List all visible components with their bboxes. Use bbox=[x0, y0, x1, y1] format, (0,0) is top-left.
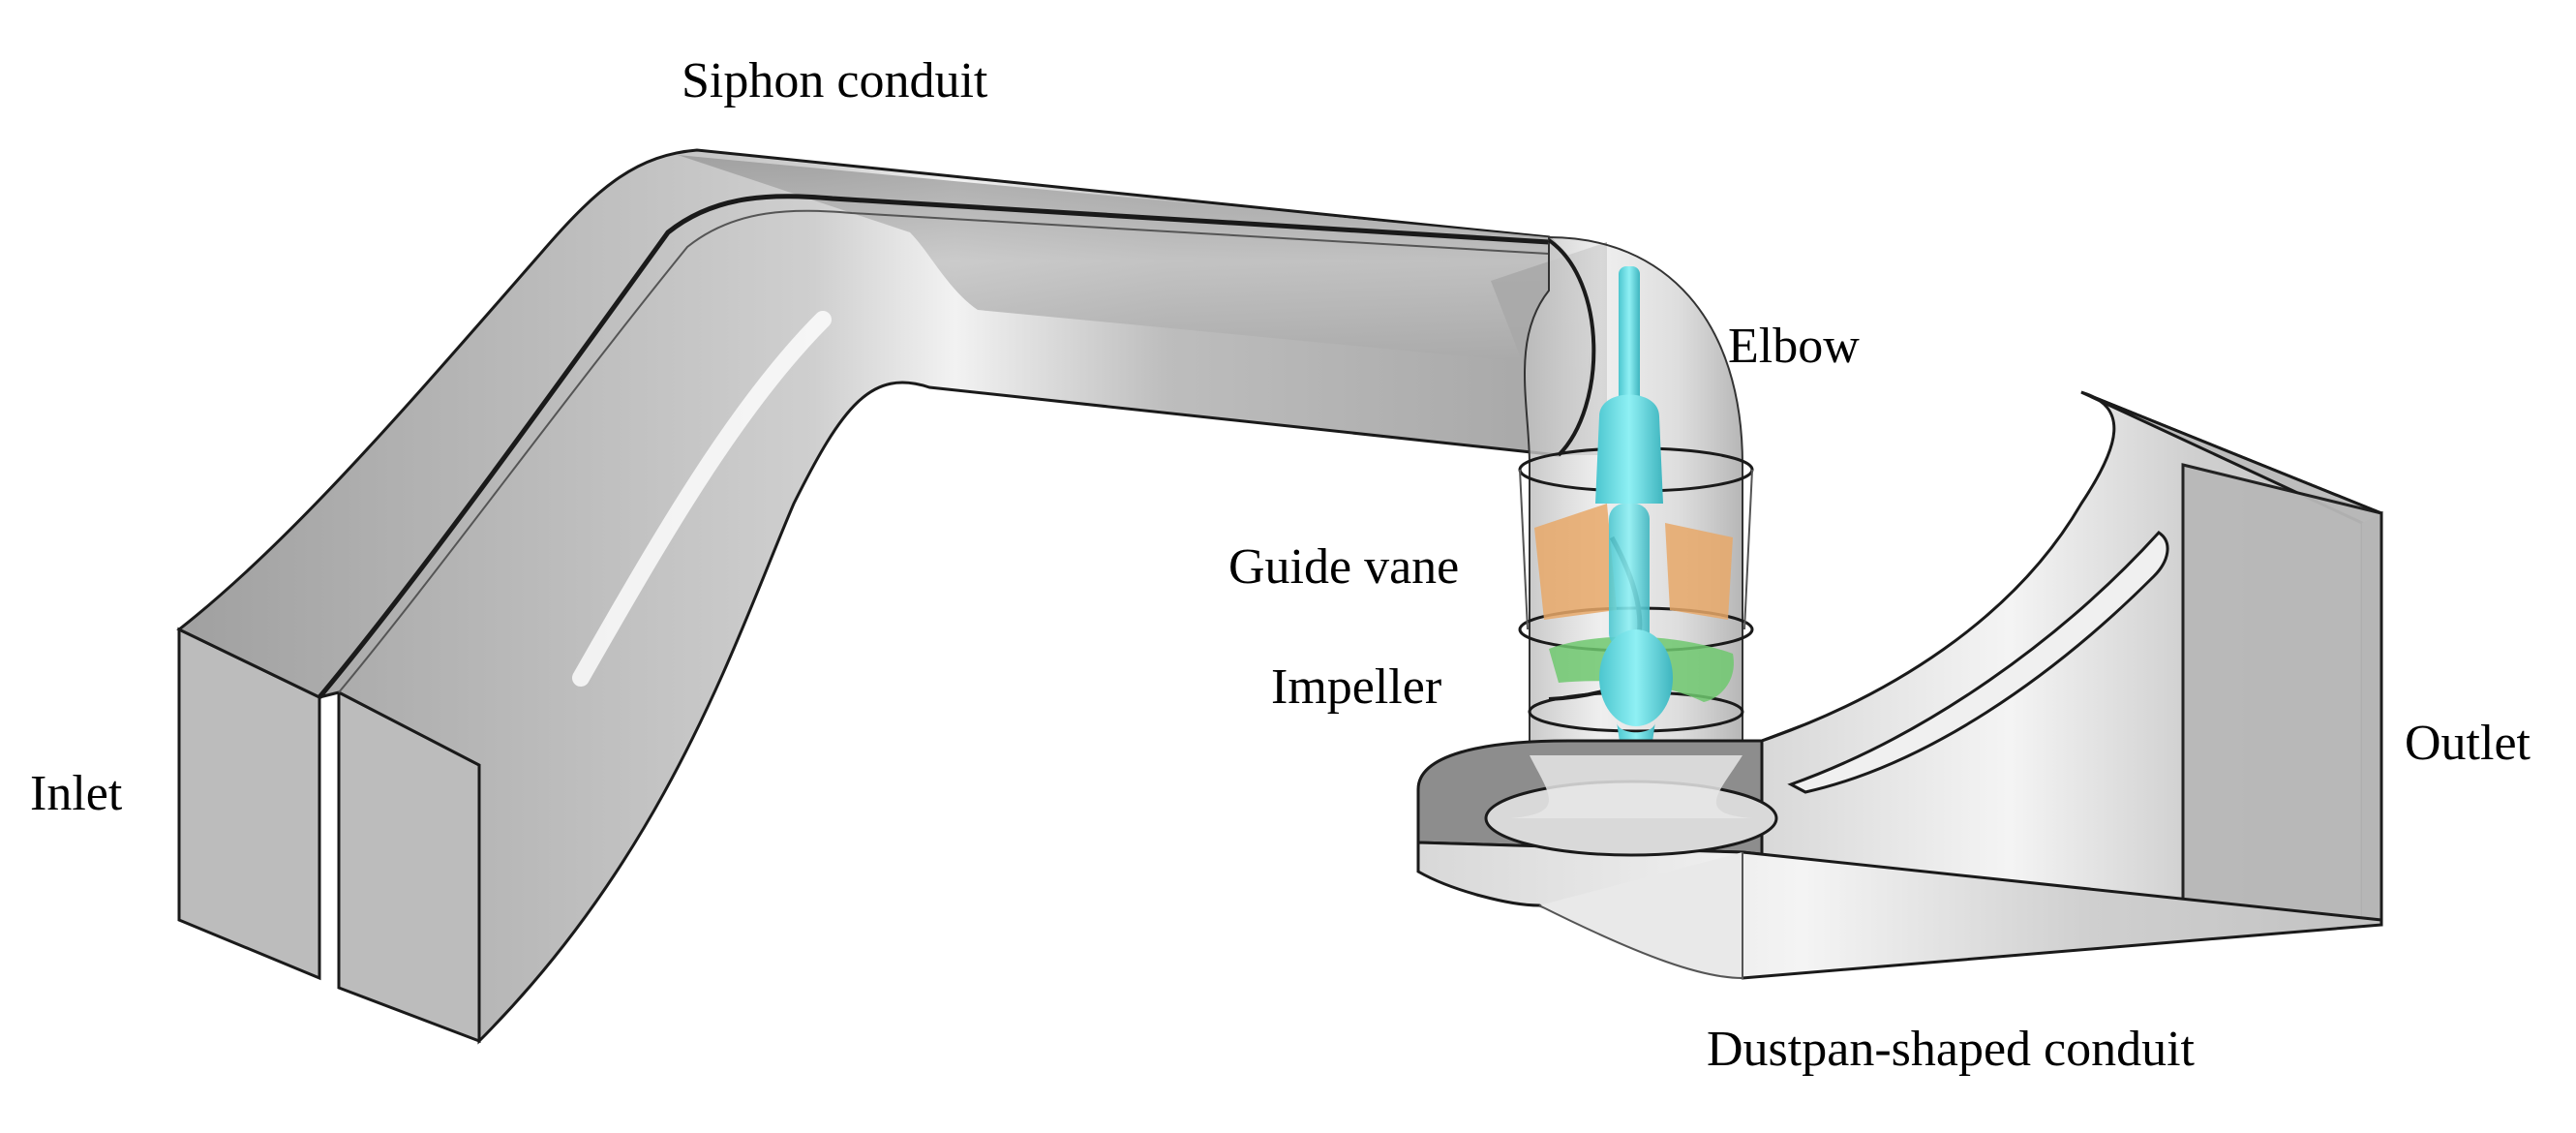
pump-shaft bbox=[1595, 266, 1673, 755]
outlet-pier bbox=[1787, 531, 2169, 794]
label-elbow: Elbow bbox=[1728, 319, 1860, 374]
label-impeller: Impeller bbox=[1271, 659, 1442, 715]
siphon-top-channel bbox=[678, 155, 1591, 368]
siphon-divider-line bbox=[318, 194, 1550, 699]
outlet-face bbox=[2181, 463, 2383, 927]
dustpan-conduit bbox=[1416, 390, 2383, 980]
label-inlet: Inlet bbox=[30, 766, 123, 821]
label-guide-vane: Guide vane bbox=[1228, 539, 1460, 595]
label-outlet: Outlet bbox=[2405, 716, 2531, 771]
label-dustpan-conduit: Dustpan-shaped conduit bbox=[1707, 1022, 2196, 1077]
siphon-conduit bbox=[176, 148, 1607, 1045]
label-siphon-conduit: Siphon conduit bbox=[682, 53, 988, 108]
